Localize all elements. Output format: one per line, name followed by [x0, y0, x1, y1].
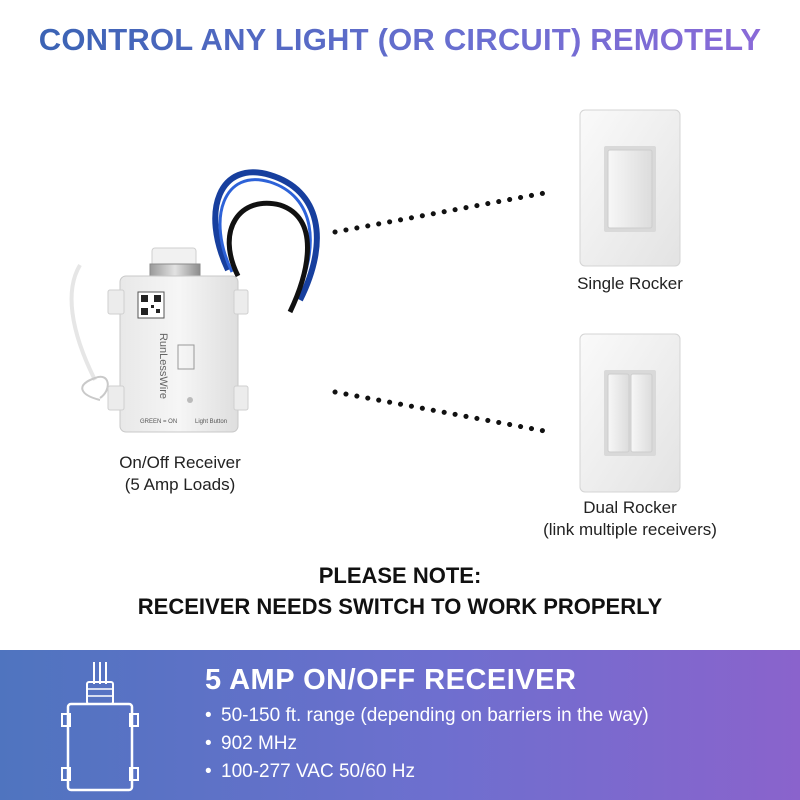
spec-bullet: • [205, 733, 212, 754]
banner-title: 5 AMP ON/OFF RECEIVER [205, 664, 577, 696]
spec-range: • 50-150 ft. range (depending on barriers… [205, 705, 649, 727]
note-text: RECEIVER NEEDS SWITCH TO WORK PROPERLY [137, 594, 663, 619]
single-rocker-switch [579, 109, 681, 267]
signal-line-dual [332, 389, 553, 435]
headline: CONTROL ANY LIGHT (OR CIRCUIT) REMOTELY [0, 22, 800, 58]
dual-rocker-caption-line2: (link multiple receivers) [543, 520, 717, 539]
spec-banner: 5 AMP ON/OFF RECEIVER • 50-150 ft. range … [0, 650, 800, 800]
receiver-device [107, 247, 249, 433]
spec-range-text: 50-150 ft. range (depending on barriers … [221, 705, 649, 726]
spec-bullet: • [205, 705, 212, 726]
dual-rocker-switch [579, 333, 681, 493]
receiver-caption-line1: On/Off Receiver [119, 453, 241, 472]
spec-frequency: • 902 MHz [205, 733, 297, 755]
spec-frequency-text: 902 MHz [221, 733, 298, 754]
note-heading: PLEASE NOTE: [318, 563, 482, 588]
receiver-brand-label: RunLessWire [157, 333, 169, 399]
receiver-button-label: Light Button [195, 419, 227, 425]
receiver-outline-icon [61, 662, 139, 792]
spec-voltage-text: 100-277 VAC 50/60 Hz [221, 761, 415, 782]
receiver-caption-line2: (5 Amp Loads) [124, 475, 236, 494]
signal-line-single [332, 189, 553, 235]
spec-voltage: • 100-277 VAC 50/60 Hz [205, 761, 415, 783]
receiver-wires [69, 169, 320, 401]
headline-text: CONTROL ANY LIGHT (OR CIRCUIT) REMOTELY [38, 22, 762, 57]
receiver-caption: On/Off Receiver (5 Amp Loads) [90, 452, 270, 496]
dual-rocker-caption: Dual Rocker (link multiple receivers) [510, 497, 750, 541]
product-scene: RunLessWire Light Button GREEN = ON [69, 109, 681, 493]
receiver-led-label: GREEN = ON [140, 419, 177, 425]
spec-bullet: • [205, 761, 212, 782]
single-rocker-caption: Single Rocker [577, 274, 683, 293]
dual-rocker-caption-line1: Dual Rocker [583, 498, 677, 517]
